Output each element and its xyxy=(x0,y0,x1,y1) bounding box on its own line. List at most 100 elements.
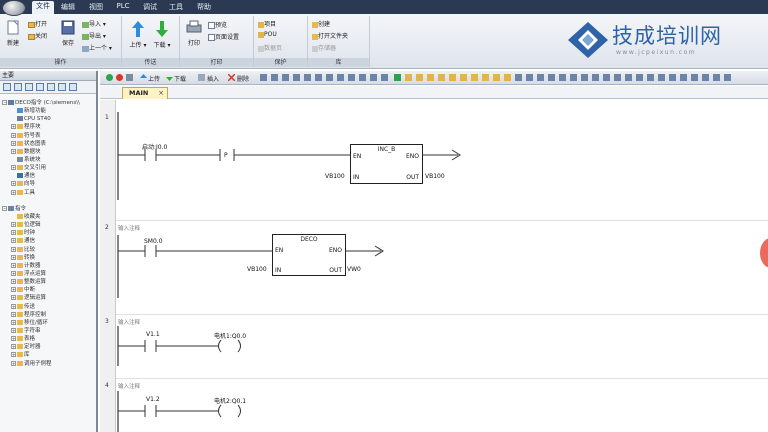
contact-label[interactable]: V1.1 xyxy=(146,331,160,338)
expand-icon[interactable]: + xyxy=(11,222,16,228)
application-button[interactable] xyxy=(2,0,26,16)
out-operand[interactable]: VW0 xyxy=(347,266,361,273)
download-toolbar-label[interactable]: 下载 xyxy=(174,76,187,83)
expand-icon[interactable]: + xyxy=(11,262,16,268)
ladder-editor[interactable]: 1 启动:I0.0 P INC_B EN ENO IN OUT VB100 VB… xyxy=(100,100,768,432)
tree-item[interactable]: +程序块 xyxy=(0,123,96,131)
tree-item[interactable]: +向导 xyxy=(0,180,96,188)
preview-button[interactable]: 预览 xyxy=(208,20,227,29)
previous-button[interactable]: 上一个 ▾ xyxy=(82,43,112,52)
expand-icon[interactable]: + xyxy=(11,270,16,276)
new-button[interactable]: 新建 xyxy=(4,20,22,47)
network-comment[interactable]: 输入注释 xyxy=(118,320,141,326)
expand-icon[interactable]: + xyxy=(11,238,16,244)
tree-item[interactable]: +比较 xyxy=(0,246,96,254)
protect-datapage-button[interactable]: 数据页 xyxy=(258,43,282,52)
pane-tool-icon[interactable] xyxy=(47,83,55,91)
coil-label[interactable]: 电机2:Q0.1 xyxy=(214,398,247,405)
tree-item[interactable]: +工具 xyxy=(0,189,96,197)
expand-icon[interactable]: + xyxy=(11,319,16,325)
tree-item[interactable]: 系统块 xyxy=(0,156,96,164)
expand-icon[interactable]: + xyxy=(11,230,16,236)
export-button[interactable]: 导出 ▾ xyxy=(82,31,106,40)
expand-icon[interactable]: + xyxy=(11,352,16,358)
expand-icon[interactable]: + xyxy=(11,287,16,293)
expand-icon[interactable]: + xyxy=(11,336,16,342)
expand-icon[interactable]: + xyxy=(11,360,16,366)
upload-small-icon[interactable] xyxy=(140,74,147,81)
protect-project-button[interactable]: 项目 xyxy=(258,19,276,28)
print-button[interactable]: 打印 xyxy=(184,20,204,47)
close-button[interactable]: 关闭 xyxy=(28,31,47,40)
pane-tool-icon[interactable] xyxy=(3,83,11,91)
expand-icon[interactable]: + xyxy=(11,344,16,350)
expand-icon[interactable]: + xyxy=(11,148,16,154)
upload-toolbar-label[interactable]: 上传 xyxy=(148,76,161,83)
in-operand[interactable]: VB100 xyxy=(325,173,345,180)
download-small-icon[interactable] xyxy=(166,74,173,81)
expand-icon[interactable]: + xyxy=(11,165,16,171)
tree-item[interactable]: +表格 xyxy=(0,335,96,343)
ladder-tools-icons[interactable] xyxy=(260,74,740,83)
pane-tool-icon[interactable] xyxy=(69,83,77,91)
tree-item[interactable]: +数据块 xyxy=(0,148,96,156)
network-comment[interactable]: 输入注释 xyxy=(118,384,141,390)
pane-tool-icon[interactable] xyxy=(58,83,66,91)
network-comment[interactable]: 输入注释 xyxy=(118,226,141,232)
tree-item[interactable]: +计数器 xyxy=(0,262,96,270)
tree-item[interactable]: +中断 xyxy=(0,286,96,294)
coil-label[interactable]: 电机1:Q0.0 xyxy=(214,333,247,340)
expand-icon[interactable]: + xyxy=(11,124,16,130)
expand-icon[interactable]: + xyxy=(11,327,16,333)
floating-assistant-button[interactable] xyxy=(760,238,768,268)
tree-item[interactable]: +库 xyxy=(0,351,96,359)
tree-item[interactable]: +时钟 xyxy=(0,229,96,237)
expand-icon[interactable]: + xyxy=(11,254,16,260)
tree-item[interactable]: +位逻辑 xyxy=(0,221,96,229)
inc-b-block[interactable]: INC_B EN ENO IN OUT xyxy=(350,144,423,184)
memory-button[interactable]: 存储器 xyxy=(312,43,336,52)
tree-item[interactable]: +逻辑运算 xyxy=(0,294,96,302)
contact-label[interactable]: SM0.0 xyxy=(144,238,163,245)
menu-edit[interactable]: 编辑 xyxy=(61,3,75,11)
collapse-icon[interactable]: − xyxy=(2,100,7,105)
tab-main[interactable]: MAIN × xyxy=(122,87,168,99)
pane-tool-icon[interactable] xyxy=(14,83,22,91)
create-library-button[interactable]: 创建 xyxy=(312,19,330,28)
protect-pou-button[interactable]: POU xyxy=(258,31,277,38)
collapse-icon[interactable]: − xyxy=(2,205,7,211)
tree-item[interactable]: +整数运算 xyxy=(0,278,96,286)
tree-item[interactable]: 通信 xyxy=(0,172,96,180)
tree-item[interactable]: +转换 xyxy=(0,254,96,262)
tree-item[interactable]: +定时器 xyxy=(0,343,96,351)
expand-icon[interactable]: + xyxy=(11,140,16,146)
tree-item[interactable]: CPU ST40 xyxy=(0,115,96,123)
tree-item[interactable]: +状态图表 xyxy=(0,140,96,148)
tree-item[interactable]: +传送 xyxy=(0,303,96,311)
pane-tool-icon[interactable] xyxy=(25,83,33,91)
expand-icon[interactable]: + xyxy=(11,279,16,285)
tree-item[interactable] xyxy=(0,197,96,205)
tab-close-icon[interactable]: × xyxy=(158,89,164,97)
expand-icon[interactable]: + xyxy=(11,132,16,138)
delete-icon[interactable] xyxy=(228,74,235,81)
download-button[interactable]: 下载 ▾ xyxy=(152,20,172,49)
menu-file[interactable]: 文件 xyxy=(32,1,54,14)
run-icon[interactable] xyxy=(106,74,113,81)
expand-icon[interactable]: + xyxy=(11,311,16,317)
tree-item[interactable]: 收藏夹 xyxy=(0,213,96,221)
upload-button[interactable]: 上传 ▾ xyxy=(128,20,148,49)
out-operand[interactable]: VB100 xyxy=(425,173,445,180)
tree-item[interactable]: +通信 xyxy=(0,237,96,245)
menu-tools[interactable]: 工具 xyxy=(169,3,183,11)
page-setup-button[interactable]: 页面设置 xyxy=(208,32,239,41)
expand-icon[interactable]: + xyxy=(11,303,16,309)
tree-item[interactable]: +字符串 xyxy=(0,327,96,335)
expand-icon[interactable]: + xyxy=(11,189,16,195)
tree-item[interactable]: +移位/循环 xyxy=(0,319,96,327)
menu-view[interactable]: 视图 xyxy=(89,3,103,11)
deco-block[interactable]: DECO EN ENO IN OUT xyxy=(272,234,346,276)
tree-item[interactable]: 新增功能 xyxy=(0,107,96,115)
tree-item[interactable]: +程序控制 xyxy=(0,311,96,319)
insert-icon[interactable] xyxy=(198,74,205,81)
